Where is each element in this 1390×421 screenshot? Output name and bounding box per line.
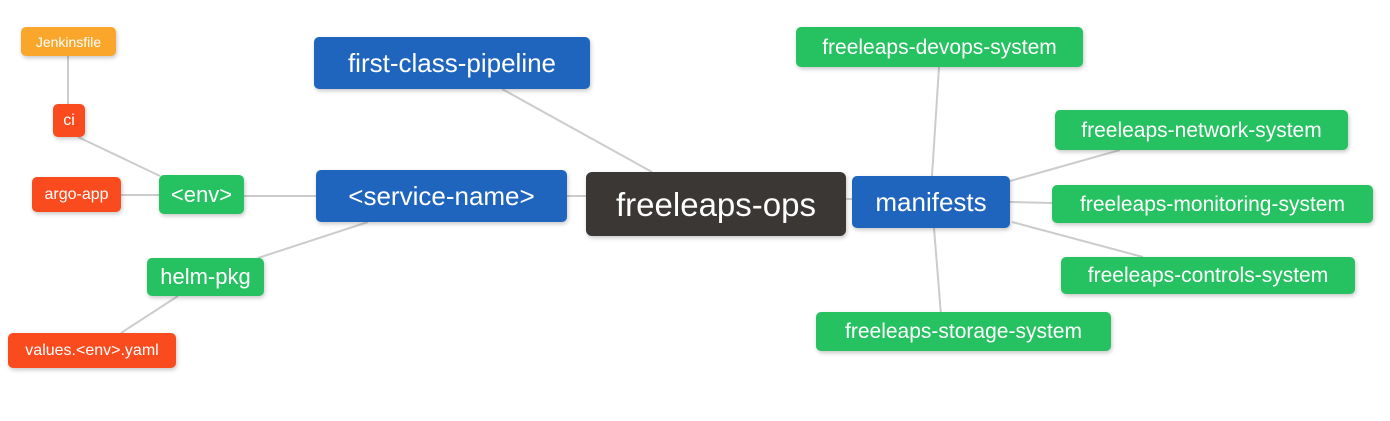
- node-service-name[interactable]: <service-name>: [316, 170, 567, 222]
- node-storage-system[interactable]: freeleaps-storage-system: [816, 312, 1111, 351]
- node-ci[interactable]: ci: [53, 104, 85, 137]
- edge-helm-pkg-values: [120, 295, 179, 334]
- edge-manifests-storage: [933, 227, 942, 316]
- node-values-env-yaml[interactable]: values.<env>.yaml: [8, 333, 176, 368]
- node-manifests[interactable]: manifests: [852, 176, 1010, 228]
- edge-manifests-controls: [1011, 221, 1144, 258]
- edge-pipeline-root: [501, 88, 653, 173]
- node-jenkinsfile[interactable]: Jenkinsfile: [21, 27, 116, 56]
- edge-service-name-helm-pkg: [257, 221, 369, 259]
- edge-manifests-devops: [931, 66, 940, 177]
- node-controls-system[interactable]: freeleaps-controls-system: [1061, 257, 1355, 294]
- node-network-system[interactable]: freeleaps-network-system: [1055, 110, 1348, 150]
- node-freeleaps-ops[interactable]: freeleaps-ops: [586, 172, 846, 236]
- node-argo-app[interactable]: argo-app: [32, 177, 121, 212]
- edge-manifests-network: [1009, 149, 1121, 182]
- node-helm-pkg[interactable]: helm-pkg: [147, 258, 264, 296]
- node-env[interactable]: <env>: [159, 175, 244, 214]
- edge-ci-env: [77, 136, 161, 177]
- node-devops-system[interactable]: freeleaps-devops-system: [796, 27, 1083, 67]
- node-first-class-pipeline[interactable]: first-class-pipeline: [314, 37, 590, 89]
- node-monitoring-system[interactable]: freeleaps-monitoring-system: [1052, 185, 1373, 223]
- edge-manifests-monitoring: [1009, 201, 1053, 204]
